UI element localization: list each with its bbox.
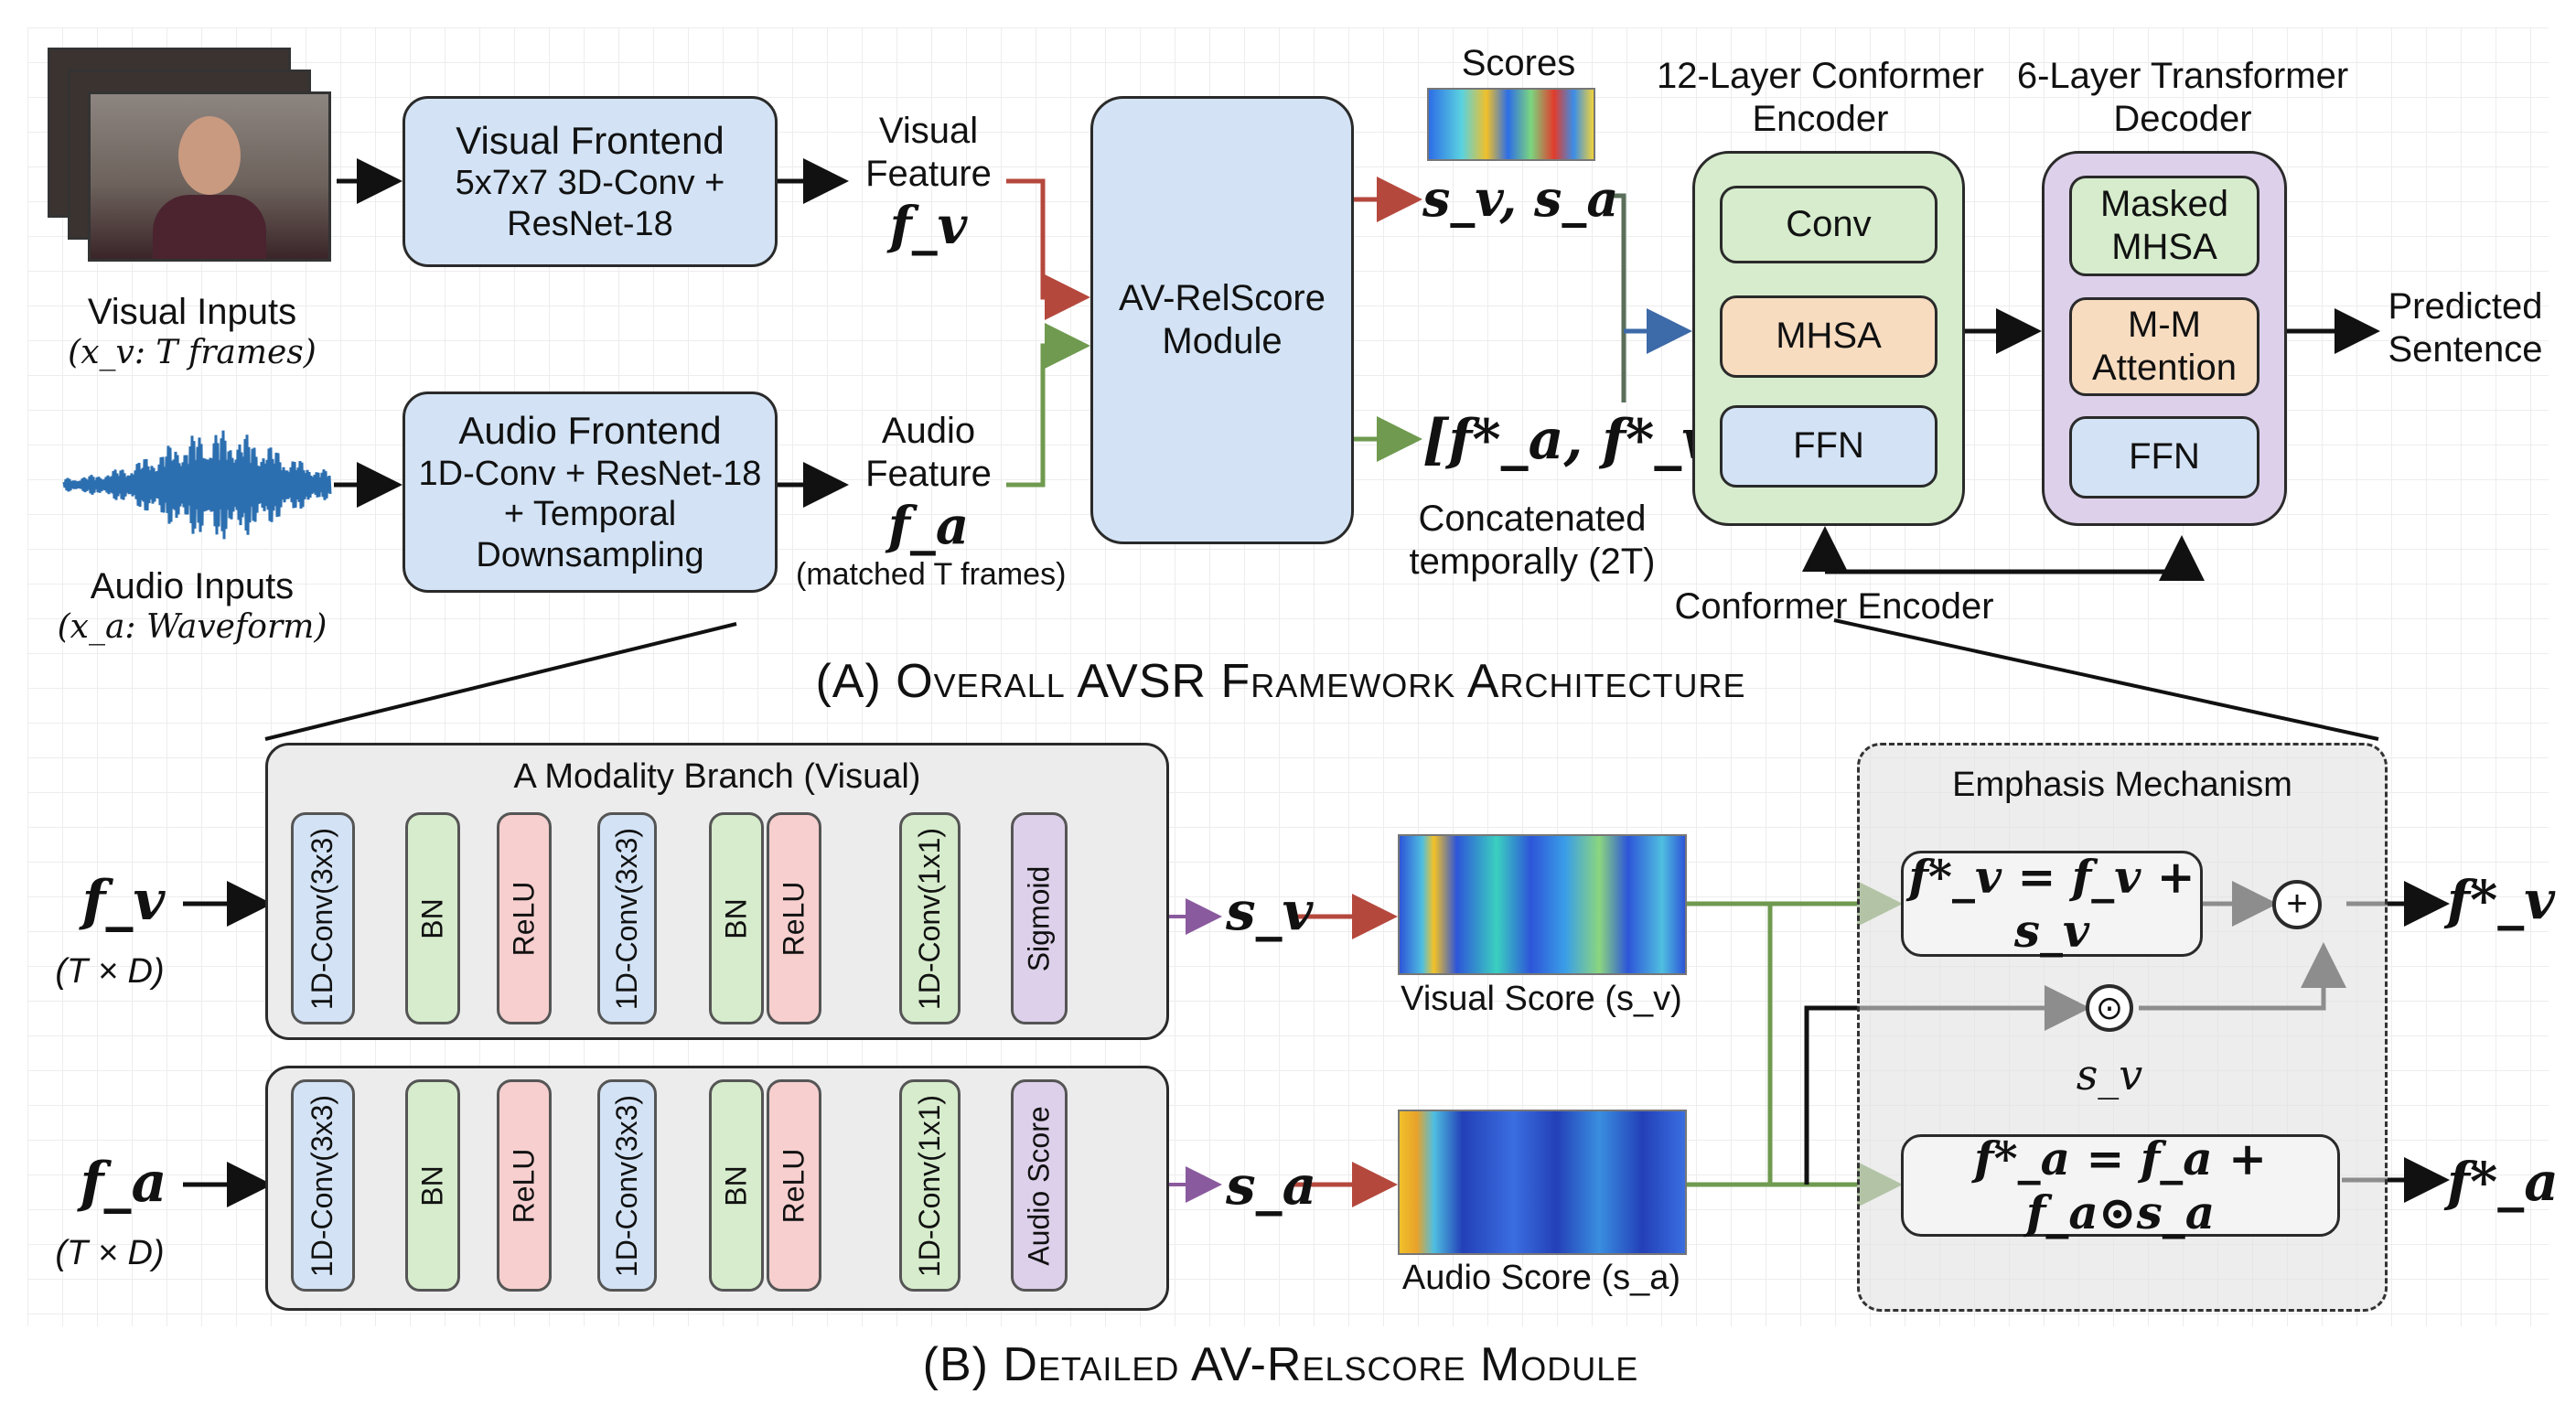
section-b-title: (B) Detailed AV-Relscore Module [922,1338,1639,1391]
audio-conv1-layer: 1D-Conv(3x3) [291,1079,355,1292]
audio-conv3-layer: 1D-Conv(1x1) [899,1079,961,1292]
scores-symbols: s_v, s_a [1422,169,1619,228]
audio-conv2-layer: 1D-Conv(3x3) [597,1079,657,1292]
audio-bn2-layer: BN [709,1079,764,1292]
audio-feature-label: Audio Feature f_a (matched T frames) [796,411,1067,593]
audio-input-shape: (T × D) [55,1234,165,1272]
scores-label: Scores [1461,43,1576,83]
encoder-mhsa-block: MHSA [1720,295,1937,378]
visual-feature-label: Visual Feature f_v [865,111,992,257]
visual-score-heatmap [1398,834,1687,975]
encoder-title: 12-Layer Conformer Encoder [1657,56,1984,140]
visual-equation-box: f*_v = f_v + s_v [1901,850,2203,958]
sv-label: s_v [2076,1050,2143,1099]
encoder-conv-block: Conv [1720,186,1937,263]
visual-bn1-layer: BN [405,812,460,1024]
audio-score-heatmap [1398,1110,1687,1255]
concat-symbols: [f*_a, f*_v] [1422,408,1740,472]
visual-output-symbol: f*_v [2447,869,2555,931]
av-relscore-module: AV-RelScore Module [1090,96,1354,544]
emphasis-title: Emphasis Mechanism [1952,766,2292,804]
audio-relu1-layer: ReLU [497,1079,552,1292]
video-frame-front [88,91,331,262]
encoder-ffn-block: FFN [1720,405,1937,488]
decoder-masked-mhsa-block: Masked MHSA [2069,176,2259,276]
concat-label: Concatenated temporally (2T) [1409,499,1656,583]
decoder-mm-attention-block: M-M Attention [2069,297,2259,396]
sum-operator: + [2272,880,2322,929]
visual-relu1-layer: ReLU [497,812,552,1024]
visual-frontend-box: Visual Frontend 5x7x7 3D-Conv + ResNet-1… [402,96,778,267]
decoder-ffn-block: FFN [2069,416,2259,499]
visual-sigmoid-layer: Sigmoid [1011,812,1068,1024]
visual-conv2-layer: 1D-Conv(3x3) [597,812,657,1024]
visual-input-symbol: f_v [81,869,166,933]
audio-frontend-box: Audio Frontend 1D-Conv + ResNet-18 + Tem… [402,391,778,593]
visual-bn2-layer: BN [709,812,764,1024]
visual-score-caption: Visual Score (s_v) [1401,980,1682,1018]
section-a-title: (A) Overall AVSR Framework Architecture [815,655,1746,708]
scores-heatmap [1427,88,1595,161]
visual-inputs-label: Visual Inputs (x_v: T frames) [68,292,317,372]
visual-conv3-layer: 1D-Conv(1x1) [899,812,961,1024]
audio-score-layer: Audio Score [1011,1079,1068,1292]
audio-inputs-label: Audio Inputs (x_a: Waveform) [57,566,327,647]
elementwise-product-operator: ⊙ [2086,984,2133,1032]
waveform-icon [62,430,332,540]
audio-relu2-layer: ReLU [767,1079,821,1292]
conformer-encoder-label: Conformer Encoder [1674,586,1994,627]
audio-equation-box: f*_a = f_a + f_a⊙s_a [1901,1132,2340,1239]
audio-score-symbol: s_a [1226,1154,1317,1217]
visual-relu2-layer: ReLU [767,812,821,1024]
audio-output-symbol: f*_a [2447,1151,2559,1213]
speaker-face-icon [178,116,241,195]
predicted-sentence-label: Predicted Sentence [2388,286,2543,370]
visual-input-shape: (T × D) [55,952,165,991]
audio-bn1-layer: BN [405,1079,460,1292]
audio-input-symbol: f_a [80,1151,167,1215]
audio-score-caption: Audio Score (s_a) [1401,1259,1681,1297]
visual-score-symbol: s_v [1226,880,1314,942]
decoder-title: 6-Layer Transformer Decoder [2016,56,2349,140]
visual-conv1-layer: 1D-Conv(3x3) [291,812,355,1024]
